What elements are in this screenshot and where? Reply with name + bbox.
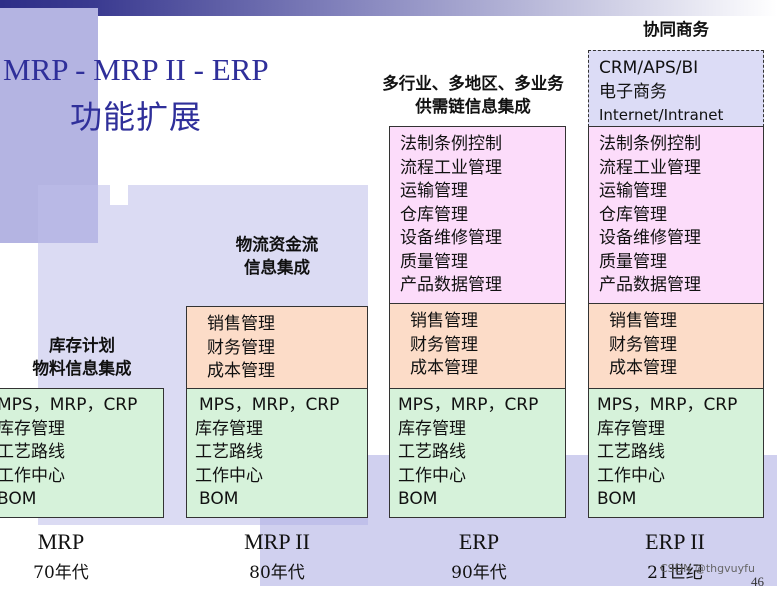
module-item: 产品数据管理 (400, 275, 502, 295)
finance-module-box-erp2: 销售管理 财务管理 成本管理 (588, 303, 764, 389)
module-item: 法制条例控制 (599, 134, 701, 154)
page-subtitle: 功能扩展 (70, 99, 203, 135)
caption-line: 供需链信息集成 (415, 97, 531, 116)
caption-line: 物料信息集成 (32, 359, 132, 378)
caption-erp2: 协同商务 (588, 18, 764, 41)
module-item: Internet/Intranet (599, 106, 724, 124)
caption-mrp: 库存计划 物料信息集成 (0, 334, 164, 380)
module-item: 质量管理 (599, 251, 667, 272)
module-item: 库存管理 (398, 418, 466, 439)
module-item: 工作中心 (597, 465, 665, 486)
era-label-mrp2: MRP II (244, 529, 310, 554)
finance-module-box-erp: 销售管理 财务管理 成本管理 (389, 303, 566, 389)
module-item: 流程工业管理 (599, 157, 701, 178)
page-title: MRP - MRP II - ERP (3, 52, 269, 87)
module-item: 销售管理 (609, 311, 677, 331)
collaborative-module-box-erp2: CRM/APS/BI 电子商务 Internet/Intranet (588, 50, 764, 127)
caption-line: 协同商务 (643, 20, 709, 39)
module-item: 财务管理 (609, 334, 677, 355)
module-item: MPS，MRP，CRP (199, 395, 340, 415)
module-item: 工作中心 (195, 465, 263, 486)
module-item: 运输管理 (599, 181, 667, 201)
module-item: 成本管理 (609, 358, 677, 378)
era-label-erp2: ERP II (645, 529, 705, 554)
module-item: 法制条例控制 (400, 134, 502, 154)
decade-label-erp2: 21世纪 (647, 563, 703, 583)
base-module-box-erp: MPS，MRP，CRP 库存管理 工艺路线 工作中心 BOM (389, 388, 566, 518)
module-item: 财务管理 (207, 337, 275, 358)
caption-mrp2: 物流资金流 信息集成 (186, 233, 368, 279)
module-item: MPS，MRP，CRP (0, 395, 138, 415)
module-item: 仓库管理 (599, 204, 667, 225)
caption-line: 信息集成 (244, 258, 310, 277)
module-item: 电子商务 (599, 81, 667, 102)
module-item: 销售管理 (207, 314, 275, 334)
finance-module-box-mrp2: 销售管理 财务管理 成本管理 (186, 306, 368, 389)
module-item: MPS，MRP，CRP (597, 395, 738, 415)
module-item: 质量管理 (400, 251, 468, 272)
caption-line: 物流资金流 (235, 235, 319, 254)
decade-label-mrp: 70年代 (33, 563, 89, 583)
module-item: 流程工业管理 (400, 157, 502, 178)
module-item: BOM (597, 489, 637, 509)
module-item: 库存管理 (0, 418, 65, 439)
decorative-small-square (110, 185, 128, 205)
decade-label-mrp2: 80年代 (249, 563, 305, 583)
caption-erp: 多行业、多地区、多业务 供需链信息集成 (360, 72, 586, 118)
module-item: 仓库管理 (400, 204, 468, 225)
module-item: 财务管理 (410, 334, 478, 355)
module-item: 库存管理 (195, 418, 263, 439)
watermark: CSDN @thgvuyfu (660, 562, 755, 575)
module-item: 工艺路线 (195, 442, 263, 462)
decade-label-erp: 90年代 (451, 563, 507, 583)
base-module-box-mrp: MPS，MRP，CRP 库存管理 工艺路线 工作中心 BOM (0, 388, 164, 518)
module-item: BOM (0, 489, 37, 509)
module-item: 设备维修管理 (599, 228, 701, 248)
module-item: 工艺路线 (0, 442, 65, 462)
module-item: BOM (398, 489, 438, 509)
module-item: 成本管理 (410, 358, 478, 378)
module-item: 工艺路线 (398, 442, 466, 462)
base-module-box-erp2: MPS，MRP，CRP 库存管理 工艺路线 工作中心 BOM (588, 388, 764, 518)
module-item: 销售管理 (410, 311, 478, 331)
caption-line: 库存计划 (49, 336, 115, 355)
extended-module-box-erp2: 法制条例控制 流程工业管理 运输管理 仓库管理 设备维修管理 质量管理 产品数据… (588, 126, 764, 304)
era-label-mrp: MRP (37, 529, 85, 554)
module-item: 工作中心 (0, 465, 65, 486)
module-item: CRM/APS/BI (599, 58, 699, 78)
module-item: 运输管理 (400, 181, 468, 201)
module-item: 库存管理 (597, 418, 665, 439)
module-item: 产品数据管理 (599, 275, 701, 295)
caption-line: 多行业、多地区、多业务 (382, 74, 564, 93)
base-module-box-mrp2: MPS，MRP，CRP 库存管理 工艺路线 工作中心 BOM (186, 388, 368, 518)
module-item: 工艺路线 (597, 442, 665, 462)
page-number: 46 (751, 574, 764, 589)
era-label-erp: ERP (458, 529, 500, 554)
top-gradient-bar (0, 0, 777, 16)
module-item: 设备维修管理 (400, 228, 502, 248)
module-item: 工作中心 (398, 465, 466, 486)
module-item: MPS，MRP，CRP (398, 395, 539, 415)
module-item: 成本管理 (207, 361, 275, 381)
extended-module-box-erp: 法制条例控制 流程工业管理 运输管理 仓库管理 设备维修管理 质量管理 产品数据… (389, 126, 566, 304)
module-item: BOM (199, 489, 239, 509)
